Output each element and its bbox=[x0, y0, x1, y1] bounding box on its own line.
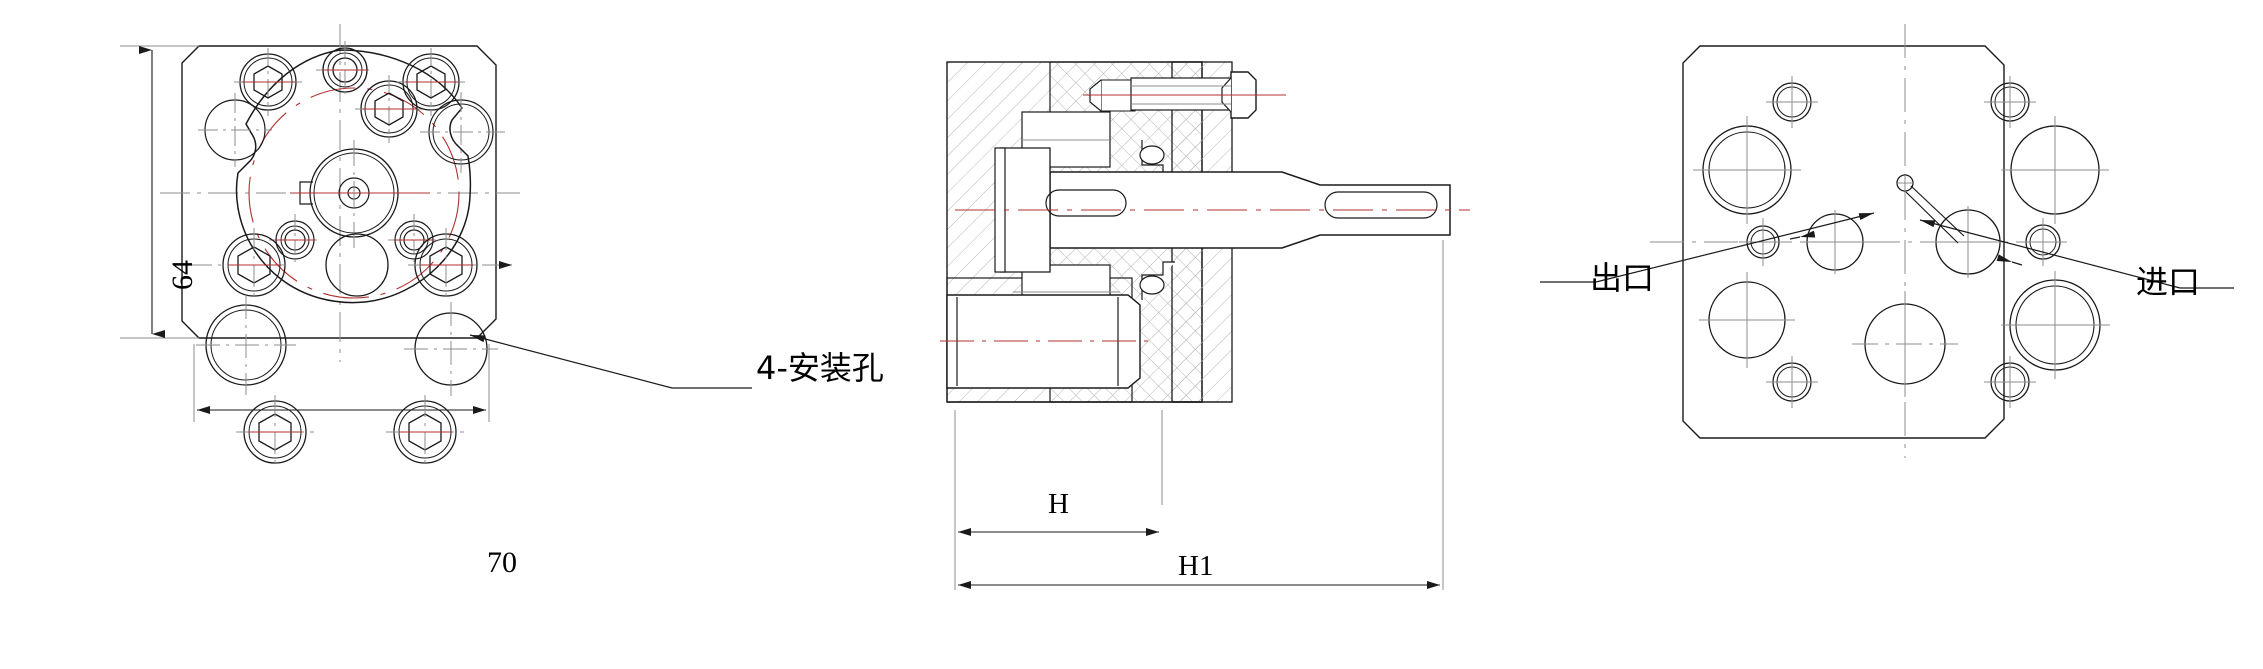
rear-plate-outline bbox=[1682, 45, 2005, 439]
leader-outlet bbox=[1540, 212, 1875, 283]
mounting-bore-lower-left bbox=[196, 295, 296, 395]
dimension-label-H1: H1 bbox=[1178, 550, 1214, 582]
annotation-inlet: 进口 bbox=[2136, 263, 2201, 301]
dimension-label-H: H bbox=[1048, 488, 1069, 520]
front-view bbox=[120, 24, 520, 422]
rear-counterbore-tl bbox=[1693, 116, 1801, 224]
rear-port-outlet-small bbox=[1739, 218, 1787, 266]
mid-screw-left bbox=[325, 233, 389, 297]
keyway-outer bbox=[1324, 191, 1438, 219]
section-view bbox=[940, 61, 1470, 590]
rear-center-bore bbox=[1852, 291, 1958, 397]
bore-upper-right bbox=[420, 92, 505, 173]
cap-screw-top-center bbox=[316, 41, 374, 99]
mounting-bore-lower-right bbox=[404, 302, 498, 396]
rear-tapped-hole-bl bbox=[1766, 356, 1818, 408]
set-screw-assembly bbox=[1083, 71, 1286, 119]
socket-screw-bottom-left bbox=[236, 395, 314, 469]
outer-mid-screw-right bbox=[408, 228, 512, 302]
front-features bbox=[198, 41, 505, 173]
inner-screw-left-final bbox=[388, 214, 440, 266]
rear-tapped-hole-tr bbox=[1984, 76, 2036, 128]
dimension-label-70: 70 bbox=[487, 546, 517, 579]
keyway-inner bbox=[1045, 189, 1127, 217]
leader-mounting-holes bbox=[469, 334, 752, 389]
rear-tapped-hole-br bbox=[1984, 356, 2036, 408]
pump-body-silhouette bbox=[235, 49, 472, 304]
output-shaft bbox=[1049, 171, 1451, 249]
port-boss bbox=[940, 294, 1150, 389]
rear-view bbox=[1540, 24, 2234, 458]
socket-screw-bottom-right bbox=[386, 395, 464, 469]
rear-bore-tr bbox=[2001, 116, 2109, 224]
leader-inlet bbox=[1919, 219, 2234, 289]
rear-port-outlet bbox=[1803, 210, 1867, 274]
socket-screw-top-right2 bbox=[397, 48, 465, 116]
socket-screw-top-left2 bbox=[234, 48, 302, 116]
bolt-circle bbox=[248, 87, 460, 299]
rear-tapped-hole-tl bbox=[1766, 76, 1818, 128]
rear-port-inlet bbox=[1932, 206, 2004, 278]
rear-bore-bl bbox=[1699, 272, 1795, 368]
socket-screw-top-left bbox=[355, 75, 423, 143]
inner-screw-right-final bbox=[269, 214, 321, 266]
annotation-mounting-holes: 4-安装孔 bbox=[756, 349, 884, 387]
outer-mid-screw-left bbox=[190, 228, 292, 302]
dimension-label-64: 64 bbox=[166, 260, 199, 290]
front-rendered bbox=[269, 214, 440, 266]
front-mid-screws-visible bbox=[325, 233, 389, 297]
rear-port-inlet-small bbox=[2019, 218, 2067, 266]
outer-mid-screws bbox=[190, 228, 512, 469]
rear-counterbore-br bbox=[2001, 271, 2110, 379]
bore-upper-left bbox=[198, 93, 272, 167]
annotation-outlet: 出口 bbox=[1590, 259, 1655, 297]
rear-pin-link bbox=[1896, 174, 1965, 244]
